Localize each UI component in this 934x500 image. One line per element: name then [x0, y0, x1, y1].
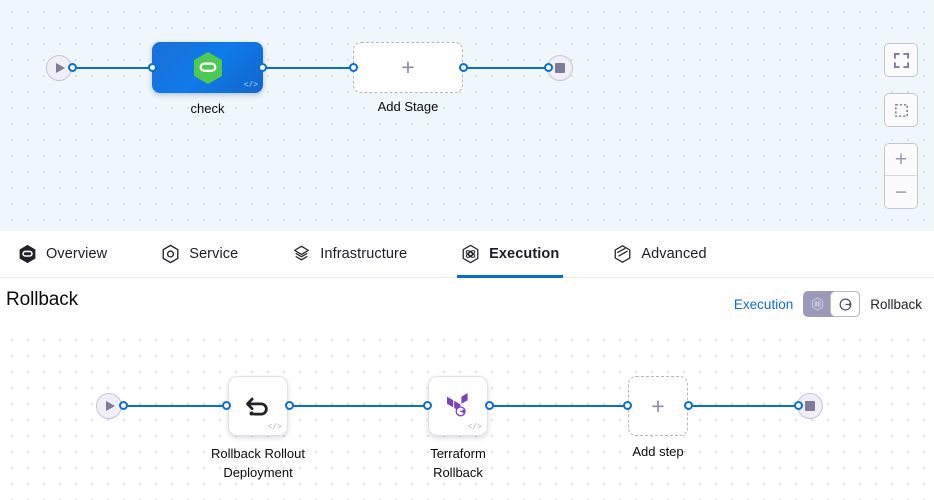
execution-rollback-toggle-group: Execution [734, 291, 922, 317]
port-check-out [258, 63, 267, 72]
edge-rb-start-to-step1 [122, 405, 230, 407]
rollback-arrow-icon [246, 397, 268, 416]
toggle-label-rollback[interactable]: Rollback [870, 296, 922, 312]
harness-hexagon-icon [193, 51, 222, 84]
toggle-label-execution[interactable]: Execution [733, 296, 794, 312]
execution-atom-icon [461, 244, 480, 264]
port-step2-in [423, 401, 432, 410]
port-add-step-in [623, 401, 632, 410]
edge-step1-to-step2 [288, 405, 430, 407]
add-step-node[interactable]: + [628, 376, 688, 436]
edge-add-stage-to-end [458, 67, 558, 69]
edge-start-to-check [72, 67, 154, 69]
terraform-rollback-icon [447, 393, 468, 417]
port-check-in [148, 63, 157, 72]
step-label-terraform-rollback: Terraform Rollback [430, 446, 486, 480]
play-icon [106, 401, 115, 411]
port-rb-end-in [794, 401, 803, 410]
code-badge-icon: </> [243, 81, 258, 90]
code-badge-icon: </> [267, 423, 282, 432]
harness-hexagon-icon [18, 244, 37, 264]
dashed-square-icon [894, 103, 908, 117]
edge-step2-to-add-step [487, 405, 629, 407]
add-stage-node[interactable]: + [353, 42, 463, 93]
stop-icon [555, 63, 565, 73]
step-node-rollback-rollout-deployment[interactable]: </> [228, 376, 288, 436]
tab-overview[interactable]: Overview [14, 231, 111, 278]
toggle-option-rollback[interactable] [830, 291, 861, 317]
execution-rollback-toggle[interactable] [803, 291, 861, 317]
port-rb-start-out [119, 401, 128, 410]
tab-infrastructure[interactable]: Infrastructure [288, 231, 411, 278]
zoom-controls[interactable]: + − [884, 143, 918, 209]
stage-node-check[interactable]: </> [152, 42, 263, 93]
page-title: Rollback [6, 289, 79, 310]
zoom-in-button[interactable]: + [885, 144, 917, 176]
fit-to-screen-button[interactable] [884, 43, 918, 77]
fit-screen-icon [893, 52, 909, 68]
stage-label-check: check [190, 101, 225, 116]
add-step-label: Add step [632, 444, 684, 459]
port-add-step-out [684, 401, 693, 410]
step-label-rollback-rollout-deployment: Rollback Rollout Deployment [211, 446, 305, 480]
tab-label: Infrastructure [320, 246, 408, 262]
pipeline-start-node[interactable] [46, 55, 72, 81]
add-stage-label: Add Stage [377, 99, 439, 114]
service-hexagon-icon [161, 244, 180, 264]
plus-icon: + [651, 392, 665, 419]
port-step1-out [285, 401, 294, 410]
tab-execution[interactable]: Execution [457, 231, 564, 278]
advanced-cube-icon [613, 245, 632, 264]
selection-mode-button[interactable] [884, 93, 918, 127]
port-end-in [544, 63, 553, 72]
tab-label: Advanced [641, 246, 707, 262]
port-add-stage-out [459, 63, 468, 72]
play-icon [56, 63, 65, 73]
stage-graph-canvas[interactable]: </> check + Add Stage [0, 0, 934, 231]
execution-atom-icon [811, 297, 823, 311]
tab-label: Overview [46, 246, 108, 262]
port-step1-in [222, 401, 231, 410]
plus-icon: + [401, 54, 415, 80]
rollback-arrow-icon [839, 298, 852, 310]
toggle-option-execution[interactable] [803, 291, 831, 317]
port-add-stage-in [349, 63, 358, 72]
port-step2-out [485, 401, 494, 410]
tab-label: Execution [489, 246, 560, 262]
tab-label: Service [189, 246, 239, 262]
rollback-header: Rollback Execution [0, 278, 934, 328]
stop-icon [805, 401, 815, 411]
zoom-out-button[interactable]: − [894, 180, 908, 204]
tab-advanced[interactable]: Advanced [609, 231, 710, 278]
edge-add-step-to-end [686, 405, 808, 407]
rollback-end-node[interactable] [797, 393, 823, 419]
port-start-out [68, 63, 77, 72]
rollback-graph-canvas[interactable]: </> Rollback Rollout Deployment </> [0, 328, 934, 500]
stage-tab-bar: Overview Service In [0, 231, 934, 278]
step-node-terraform-rollback[interactable]: </> [428, 376, 488, 436]
tab-service[interactable]: Service [157, 231, 242, 278]
edge-check-to-add-stage [262, 67, 356, 69]
infrastructure-layers-icon [292, 245, 311, 264]
code-badge-icon: </> [467, 423, 482, 432]
